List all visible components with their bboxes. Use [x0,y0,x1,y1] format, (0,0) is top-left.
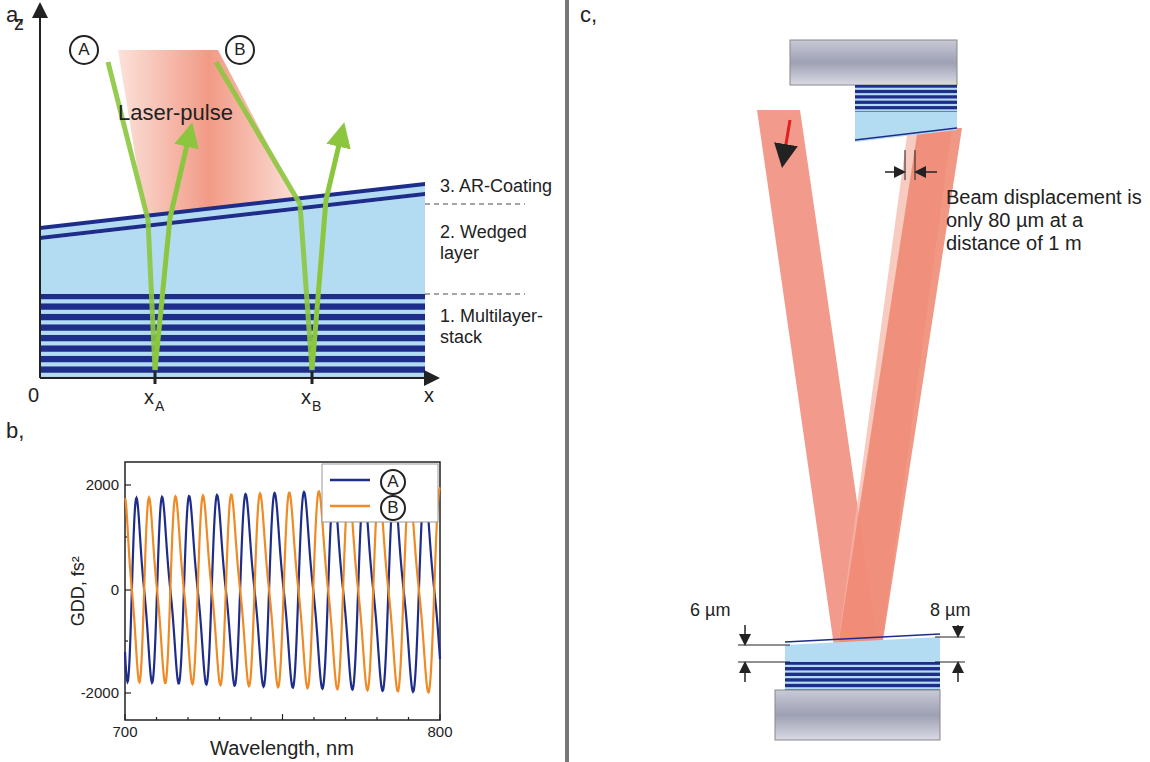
legend-entry: A [380,469,406,495]
legend-entry: B [380,495,406,521]
beam-marker-circle: A [69,35,99,65]
position-label: x [144,386,154,409]
panel-letter: c, [580,2,597,27]
axis-tick: 700 [112,723,137,740]
legend-text: B [387,498,398,518]
layer-label: 2. Wedged layer [440,222,560,263]
subscript: B [312,398,321,414]
axis-tick: 2000 [86,476,119,493]
panel-letter: b, [6,418,24,443]
axis-label: x [424,384,434,407]
axis-tick: 0 [111,581,119,598]
dimension: 6 µm [690,600,730,621]
pulse-label: Laser-pulse [118,100,233,125]
beam-marker-circle: B [225,35,255,65]
axis-tick: 0 [28,384,39,407]
subscript: A [155,398,164,414]
dimension: 8 µm [930,600,970,621]
axis-tick: 800 [427,723,452,740]
axis-tick: -2000 [81,684,119,701]
note: Beam displacement is only 80 µm at a dis… [946,186,1146,255]
circle-letter: A [78,40,89,60]
axis-title: GDD, fs² [68,556,89,626]
legend-text: A [387,472,398,492]
axis-title: Wavelength, nm [210,737,354,760]
position-label: x [301,386,311,409]
layer-label: 1. Multilayer-stack [440,306,560,347]
layer-label: 3. AR-Coating [440,176,552,197]
axis-label: z [14,12,24,35]
circle-letter: B [234,40,245,60]
